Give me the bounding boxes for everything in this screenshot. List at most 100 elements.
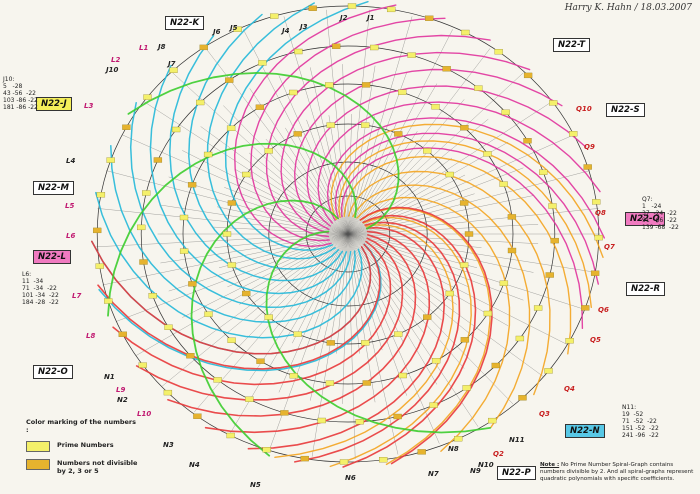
spiral-curve bbox=[110, 145, 356, 323]
number-mark bbox=[515, 335, 525, 342]
spiral-curve bbox=[306, 85, 587, 227]
radial-line bbox=[227, 233, 349, 288]
label-l10: L10 bbox=[137, 410, 152, 418]
number-mark bbox=[213, 377, 222, 383]
number-mark bbox=[491, 362, 500, 369]
radial-line bbox=[213, 226, 349, 235]
legend-nondiv: Numbers not divisible by 2, 3 or 5 bbox=[26, 459, 147, 475]
radial-line bbox=[168, 176, 349, 235]
number-mark bbox=[93, 227, 102, 234]
spiral-curve bbox=[343, 155, 572, 355]
number-mark bbox=[138, 362, 147, 368]
spiral-curve bbox=[265, 34, 491, 238]
radial-line bbox=[347, 72, 524, 235]
spiral-curve bbox=[91, 240, 372, 355]
nondiv-swatch bbox=[26, 459, 50, 470]
box-n22-k: N22-K bbox=[165, 16, 205, 30]
number-mark bbox=[225, 77, 234, 83]
box-n22-j: N22-J bbox=[36, 97, 72, 111]
number-mark bbox=[325, 380, 335, 386]
number-mark bbox=[227, 337, 236, 343]
radial-line bbox=[313, 233, 349, 351]
label-n4: N4 bbox=[189, 461, 200, 469]
radial-line bbox=[347, 9, 370, 235]
radial-line bbox=[326, 9, 349, 235]
spiral-curve bbox=[247, 226, 446, 450]
number-mark bbox=[361, 122, 370, 128]
spiral-curve bbox=[347, 170, 551, 396]
label-j4: J4 bbox=[282, 27, 290, 35]
label-n10: N10 bbox=[478, 461, 494, 469]
number-mark bbox=[308, 5, 317, 11]
number-mark bbox=[590, 270, 600, 276]
number-mark bbox=[355, 419, 364, 425]
radial-line bbox=[347, 83, 438, 235]
box-n22-o: N22-O bbox=[33, 365, 73, 379]
legend-prime-label: Prime Numbers bbox=[57, 441, 114, 449]
radial-line bbox=[347, 118, 489, 235]
signature: Harry K. Hahn / 18.03.2007 bbox=[564, 3, 692, 13]
spiral-curve bbox=[188, 13, 340, 270]
label-l4: L4 bbox=[66, 157, 76, 165]
concentric-circle bbox=[140, 45, 556, 423]
radial-line bbox=[292, 233, 349, 344]
concentric-circle bbox=[268, 161, 428, 307]
radial-line bbox=[271, 233, 349, 334]
spiral-curve bbox=[97, 243, 381, 370]
radial-line bbox=[347, 116, 375, 235]
label-q9: Q9 bbox=[584, 143, 595, 151]
number-mark bbox=[594, 234, 603, 241]
number-mark bbox=[483, 151, 492, 157]
spiral-curve bbox=[294, 221, 461, 463]
number-mark bbox=[523, 72, 533, 79]
number-mark bbox=[289, 373, 298, 379]
legend-title: Color marking of the numbers : bbox=[26, 418, 136, 434]
number-mark bbox=[423, 314, 432, 320]
spiral-curve bbox=[265, 230, 491, 434]
radial-line bbox=[234, 168, 349, 235]
number-mark bbox=[199, 44, 208, 51]
number-mark bbox=[545, 272, 554, 278]
number-mark bbox=[293, 331, 302, 337]
radial-line bbox=[200, 233, 349, 342]
number-mark bbox=[499, 280, 509, 286]
label-q6: Q6 bbox=[598, 306, 609, 314]
label-n5: N5 bbox=[250, 481, 261, 489]
number-mark bbox=[326, 340, 335, 346]
number-mark bbox=[407, 52, 416, 58]
number-mark bbox=[227, 200, 237, 206]
number-mark bbox=[460, 337, 470, 343]
box-n22-m: N22-M bbox=[33, 181, 74, 195]
label-l6: L6 bbox=[66, 232, 76, 240]
number-mark bbox=[394, 331, 403, 337]
radial-line bbox=[160, 233, 349, 264]
radial-line bbox=[342, 233, 349, 404]
number-mark bbox=[179, 214, 189, 221]
box-n22-p: N22-P bbox=[497, 466, 536, 480]
radial-line bbox=[200, 126, 349, 235]
radial-line bbox=[248, 152, 349, 235]
number-mark bbox=[581, 305, 590, 311]
number-mark bbox=[583, 164, 592, 170]
label-q5: Q5 bbox=[590, 336, 601, 344]
spiral-curve bbox=[274, 224, 454, 458]
number-mark bbox=[300, 455, 309, 462]
label-j6: J6 bbox=[213, 28, 221, 36]
concentric-circle bbox=[305, 195, 391, 273]
number-mark bbox=[332, 43, 341, 49]
box-n22-l: N22-L bbox=[33, 250, 71, 264]
number-mark bbox=[494, 49, 503, 55]
number-mark bbox=[501, 109, 510, 115]
number-mark bbox=[425, 15, 434, 21]
number-mark bbox=[488, 417, 497, 424]
number-mark bbox=[262, 447, 271, 453]
number-mark bbox=[294, 48, 303, 55]
spiral-curve bbox=[98, 243, 382, 372]
spiral-curve bbox=[224, 0, 369, 251]
spiral-curve bbox=[352, 184, 531, 429]
number-mark bbox=[462, 385, 471, 391]
radial-line bbox=[347, 233, 407, 396]
number-mark bbox=[423, 148, 432, 154]
number-mark bbox=[347, 3, 357, 9]
